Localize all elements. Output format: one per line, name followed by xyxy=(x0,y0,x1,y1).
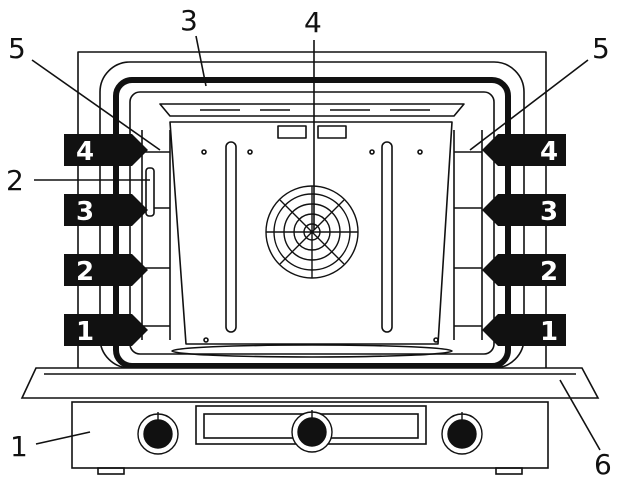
level-label-left-2: 2 xyxy=(76,257,94,287)
callout-6: 6 xyxy=(594,448,612,481)
level-label-right-1: 1 xyxy=(540,317,558,347)
back-slot-left xyxy=(225,141,237,333)
leader-1 xyxy=(35,431,91,445)
leader-3 xyxy=(195,35,207,87)
rack-rail-right xyxy=(453,130,483,340)
leader-5-left xyxy=(31,59,161,151)
level-label-left-4: 4 xyxy=(76,137,94,167)
callout-2: 2 xyxy=(6,164,24,197)
callout-1: 1 xyxy=(10,430,28,463)
level-badge-right-4 xyxy=(482,134,566,166)
callout-3: 3 xyxy=(180,4,198,37)
level-badge-left-3 xyxy=(64,194,148,226)
convection-fan xyxy=(265,185,359,279)
leader-5-right xyxy=(469,59,589,151)
left-level-badges xyxy=(64,134,148,346)
level-label-left-1: 1 xyxy=(76,317,94,347)
level-label-left-3: 3 xyxy=(76,197,94,227)
level-label-right-2: 2 xyxy=(540,257,558,287)
back-wall xyxy=(169,121,453,345)
level-badge-left-2 xyxy=(64,254,148,286)
level-badge-right-3 xyxy=(482,194,566,226)
level-label-right-4: 4 xyxy=(540,137,558,167)
callout-5-left: 5 xyxy=(8,32,26,65)
knob-center xyxy=(291,410,333,453)
bottom-element xyxy=(171,344,453,358)
door-ledge xyxy=(20,367,600,399)
callout-5-right: 5 xyxy=(592,32,610,65)
knob-left xyxy=(137,412,179,455)
right-level-badges xyxy=(482,134,566,346)
level-badge-left-1 xyxy=(64,314,148,346)
side-lamp xyxy=(145,167,155,217)
callout-4: 4 xyxy=(304,6,322,39)
level-badge-right-2 xyxy=(482,254,566,286)
level-badge-right-1 xyxy=(482,314,566,346)
back-slot-right xyxy=(381,141,393,333)
level-label-right-3: 3 xyxy=(540,197,558,227)
top-element xyxy=(159,103,465,117)
rack-rail-left xyxy=(141,130,171,340)
level-badge-left-4 xyxy=(64,134,148,166)
knob-right xyxy=(441,412,483,455)
leader-6 xyxy=(559,379,601,451)
